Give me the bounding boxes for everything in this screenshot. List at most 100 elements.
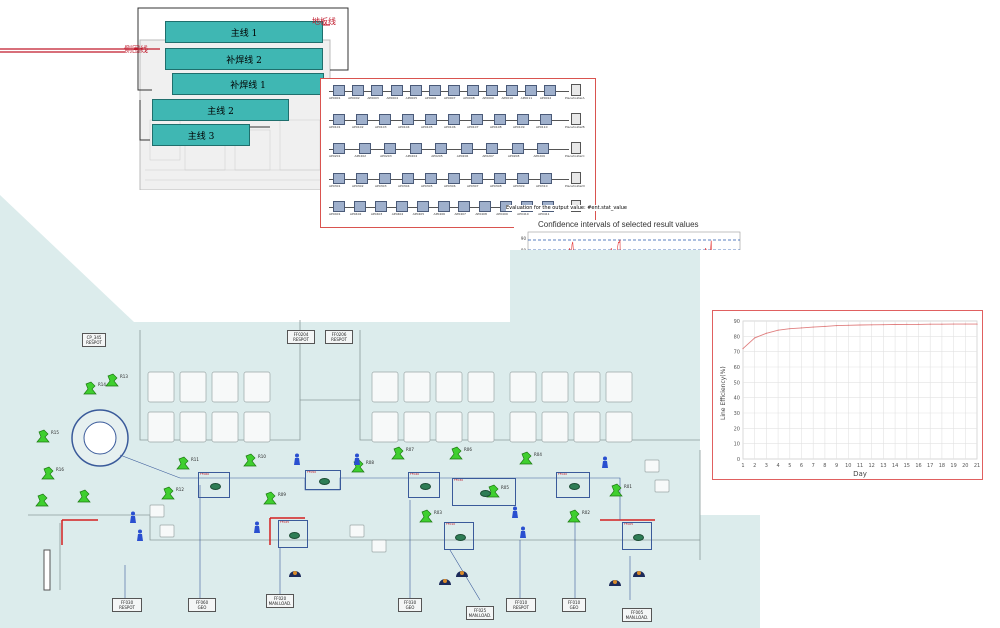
sim-station[interactable]	[395, 201, 408, 212]
sim-station[interactable]	[425, 114, 437, 125]
weld-fixture[interactable]: FF050	[305, 470, 341, 490]
sim-station[interactable]	[358, 143, 371, 154]
welding-robot-icon[interactable]	[608, 482, 624, 498]
welding-robot-icon[interactable]	[34, 492, 50, 508]
sim-station[interactable]	[448, 114, 460, 125]
sim-station[interactable]	[494, 114, 506, 125]
sim-station[interactable]	[448, 173, 460, 184]
sim-station[interactable]	[471, 173, 483, 184]
sim-station[interactable]	[460, 143, 473, 154]
welding-robot-icon[interactable]	[76, 488, 92, 504]
sim-drain[interactable]	[571, 172, 581, 184]
weld-fixture[interactable]: FF040	[408, 472, 440, 498]
fixture-label: FF060	[200, 472, 210, 476]
sim-station-label: AP0002	[348, 96, 360, 100]
sim-station-label: AP0006	[424, 96, 437, 100]
sim-station[interactable]	[379, 173, 391, 184]
eff-data-point	[964, 323, 966, 325]
welding-robot-icon[interactable]	[104, 372, 120, 388]
sim-station[interactable]	[409, 143, 422, 154]
eff-y-tick: 0	[737, 457, 740, 463]
welding-robot-icon[interactable]	[518, 450, 534, 466]
eff-data-point	[882, 324, 884, 326]
welding-robot-icon[interactable]	[160, 485, 176, 501]
sim-station[interactable]	[333, 173, 345, 184]
sim-station[interactable]	[467, 85, 480, 96]
welding-robot-icon[interactable]	[566, 508, 582, 524]
welding-robot-icon[interactable]	[82, 380, 98, 396]
eff-y-label: Line Efficiency(%)	[720, 366, 727, 420]
sim-station[interactable]	[333, 85, 345, 96]
sim-station-label: AP0201	[329, 154, 341, 158]
weld-fixture[interactable]: FF030	[452, 478, 516, 506]
welding-robot-icon[interactable]	[242, 452, 258, 468]
sim-station[interactable]	[511, 143, 524, 154]
sim-station[interactable]	[356, 173, 368, 184]
sim-station[interactable]	[505, 85, 518, 96]
sim-station[interactable]	[416, 201, 429, 212]
sim-station-label: AP0105	[421, 125, 433, 129]
welding-robot-icon[interactable]	[35, 428, 51, 444]
sim-station[interactable]	[333, 114, 345, 125]
sim-station[interactable]	[471, 114, 483, 125]
sim-station[interactable]	[371, 85, 384, 96]
workstation-table	[371, 371, 399, 403]
weld-fixture[interactable]: FF025	[278, 520, 308, 548]
sim-station[interactable]	[425, 173, 437, 184]
sim-station[interactable]	[384, 143, 397, 154]
sim-drain[interactable]	[571, 84, 581, 96]
sim-station[interactable]	[352, 85, 365, 96]
sim-station[interactable]	[448, 85, 460, 96]
sim-station[interactable]	[356, 114, 368, 125]
sim-station[interactable]	[540, 114, 552, 125]
weld-fixture[interactable]: FF010	[444, 522, 474, 550]
sim-station[interactable]	[540, 173, 552, 184]
weld-fixture[interactable]: FF060	[198, 472, 230, 498]
welding-robot-icon[interactable]	[262, 490, 278, 506]
sim-station[interactable]	[402, 173, 414, 184]
welding-robot-icon[interactable]	[418, 508, 434, 524]
sim-station[interactable]	[402, 114, 414, 125]
welding-robot-icon[interactable]	[175, 455, 191, 471]
weld-fixture[interactable]: FF020	[556, 472, 590, 498]
sim-station[interactable]	[537, 143, 550, 154]
sim-station[interactable]	[374, 201, 387, 212]
sim-station[interactable]	[486, 143, 499, 154]
sim-station[interactable]	[524, 85, 537, 96]
sim-station[interactable]	[428, 85, 441, 96]
operator-icon	[518, 525, 528, 538]
sim-station[interactable]	[437, 201, 450, 212]
sim-station[interactable]	[517, 173, 529, 184]
weld-fixture[interactable]: FF005	[622, 522, 652, 550]
eff-x-tick: 21	[974, 463, 980, 469]
sim-station[interactable]	[379, 114, 391, 125]
sim-station[interactable]	[479, 201, 492, 212]
sim-station[interactable]	[458, 201, 471, 212]
welding-robot-icon[interactable]	[448, 445, 464, 461]
sim-drain[interactable]	[571, 142, 581, 154]
welding-robot-icon[interactable]	[40, 465, 56, 481]
welding-robot-icon[interactable]	[390, 445, 406, 461]
sim-station[interactable]	[409, 85, 422, 96]
sim-station[interactable]	[435, 143, 448, 154]
sim-station[interactable]	[333, 201, 345, 212]
sim-station[interactable]	[486, 85, 499, 96]
sim-station[interactable]	[494, 173, 506, 184]
sim-drain[interactable]	[571, 113, 581, 125]
sim-station[interactable]	[390, 85, 403, 96]
sim-station[interactable]	[353, 201, 366, 212]
sim-station[interactable]	[543, 85, 556, 96]
sim-station[interactable]	[517, 114, 529, 125]
sim-station[interactable]	[333, 143, 345, 154]
